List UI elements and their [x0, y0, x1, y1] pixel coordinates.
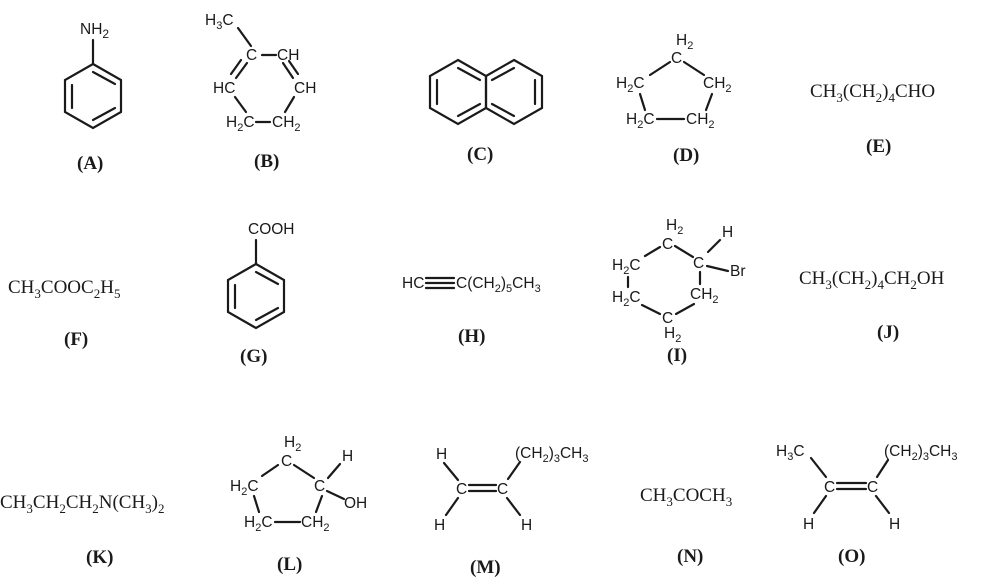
molecule-e: CH3(CH2)4CHO (E)	[810, 81, 935, 157]
atom-h-top-left: H	[436, 446, 447, 463]
atom-c: C	[246, 47, 257, 64]
cooh-group: COOH	[248, 221, 295, 238]
label-m: (M)	[470, 557, 501, 578]
label-l: (L)	[277, 554, 302, 575]
atom-c: C	[693, 255, 704, 272]
label-k: (K)	[86, 547, 113, 568]
molecule-b: H3C C CH HC CH H2C CH2 (B)	[205, 12, 316, 172]
molecule-n: CH3COCH3 (N)	[640, 485, 732, 567]
atom-h2c: H2C	[226, 114, 255, 134]
benzene-ring	[226, 262, 286, 330]
molecule-i: H2 C H C Br H2C H2C CH2 C H2 (I)	[612, 217, 746, 366]
atom-hc: HC	[402, 275, 424, 292]
label-e: (E)	[866, 136, 891, 157]
atom-h2c-bottom: H2C	[626, 111, 655, 131]
label-o: (O)	[838, 546, 865, 567]
atom-c-right: C	[867, 479, 878, 496]
formula-n: CH3COCH3	[640, 485, 732, 509]
atom-ch2: CH2	[690, 286, 719, 306]
atom-h-bottom-right: H	[521, 517, 532, 534]
atom-c: C	[314, 478, 325, 495]
atom-h-bottom-right: H	[889, 516, 900, 533]
label-g: (G)	[240, 346, 267, 367]
nh2-group: NH2	[80, 21, 109, 41]
formula-j: CH3(CH2)4CH2OH	[799, 268, 945, 292]
atom-ch2-bottom: CH2	[686, 111, 715, 131]
benzene-ring	[63, 62, 123, 130]
atom-h2c: H2C	[616, 75, 645, 95]
label-d: (D)	[673, 145, 699, 166]
atom-oh: OH	[344, 495, 367, 512]
molecule-m: H C C (CH2)3CH3 H H (M)	[434, 445, 589, 578]
label-n: (N)	[677, 546, 703, 567]
atom-h-bottom-left: H	[434, 517, 445, 534]
molecule-l: H2 C H H2C C OH H2C CH2 (L)	[230, 434, 367, 575]
atom-h2c-bottom: H2C	[244, 514, 273, 534]
atom-h2c-top: H2C	[612, 257, 641, 277]
atom-h2-top: H2	[666, 217, 683, 237]
label-j: (J)	[877, 322, 899, 343]
naphthalene-ring-right	[484, 58, 544, 126]
molecule-o: H3C C C (CH2)3CH3 H H (O)	[776, 443, 958, 567]
atom-h2-bottom: H2	[664, 325, 681, 345]
molecule-f: CH3COOC2H5 (F)	[8, 277, 120, 350]
atom-h2c-bottom: H2C	[612, 289, 641, 309]
atom-c-bottom: C	[662, 310, 673, 327]
atom-c-left: C	[824, 479, 835, 496]
label-i: (I)	[667, 345, 687, 366]
molecule-j: CH3(CH2)4CH2OH (J)	[799, 268, 945, 343]
atom-h-bottom-left: H	[803, 516, 814, 533]
formula-k: CH3CH2CH2N(CH3)2	[0, 492, 165, 516]
label-f: (F)	[64, 329, 88, 350]
molecule-c: (C)	[428, 58, 544, 165]
molecule-k: CH3CH2CH2N(CH3)2 (K)	[0, 492, 165, 568]
label-b: (B)	[254, 151, 279, 172]
chain-h: C(CH2)5CH3	[456, 275, 541, 295]
atom-ch2-bottom: CH2	[301, 514, 330, 534]
chain-o: (CH2)3CH3	[884, 443, 958, 463]
atom-ch2: CH2	[703, 75, 732, 95]
atom-h2: H2	[676, 32, 693, 52]
atom-h: H	[342, 448, 353, 465]
molecule-a: NH2 (A)	[63, 21, 123, 174]
label-a: (A)	[77, 153, 103, 174]
methyl-group: H3C	[776, 443, 805, 463]
molecule-h: HC C(CH2)5CH3 (H)	[402, 275, 541, 347]
formula-f: CH3COOC2H5	[8, 277, 120, 301]
naphthalene-ring-left	[428, 58, 488, 126]
label-c: (C)	[467, 144, 493, 165]
chain-m: (CH2)3CH3	[515, 445, 589, 465]
atom-h: H	[722, 224, 733, 241]
atom-c-right: C	[497, 481, 508, 498]
atom-c-top: C	[662, 236, 673, 253]
atom-c-top: C	[281, 453, 292, 470]
atom-h2-top: H2	[284, 434, 301, 454]
methyl-group: H3C	[205, 12, 234, 32]
atom-ch: CH	[277, 47, 299, 64]
formula-e: CH3(CH2)4CHO	[810, 81, 935, 105]
atom-br: Br	[730, 263, 746, 280]
atom-hc: HC	[213, 80, 235, 97]
molecule-d: H2 C H2C CH2 H2C CH2 (D)	[616, 32, 732, 166]
atom-c-left: C	[456, 481, 467, 498]
molecule-g: COOH (G)	[226, 221, 295, 367]
atom-ch2: CH2	[272, 114, 301, 134]
label-h: (H)	[458, 326, 485, 347]
atom-h2c: H2C	[230, 478, 259, 498]
atom-c: C	[671, 50, 682, 67]
atom-ch-right: CH	[294, 80, 316, 97]
